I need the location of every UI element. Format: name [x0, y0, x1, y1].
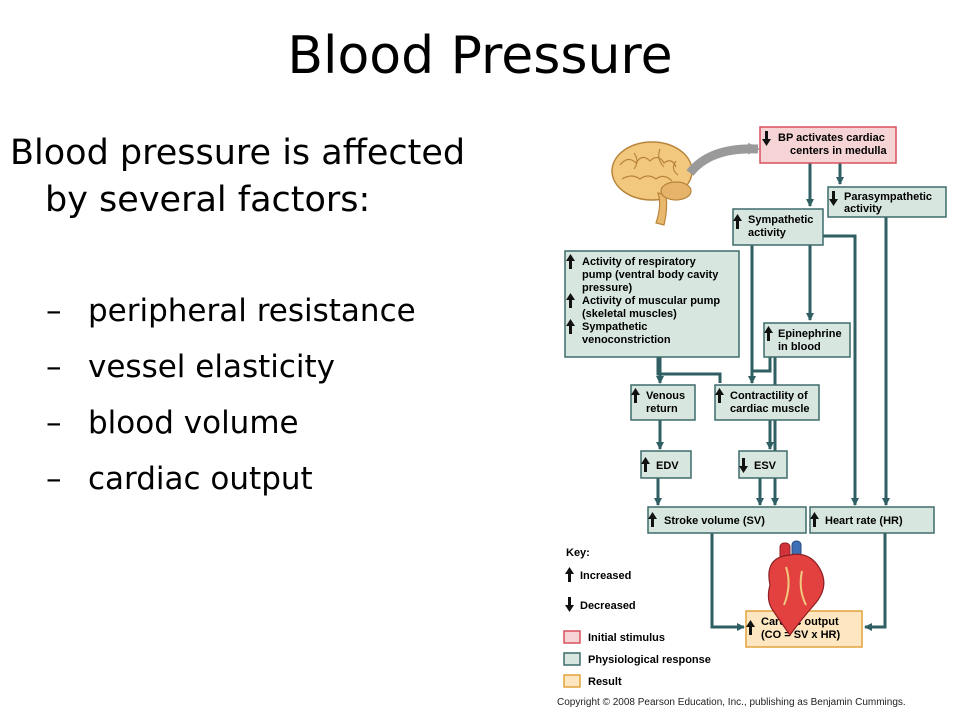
arrow-up-icon [631, 388, 640, 403]
heart-illustration [767, 540, 825, 637]
factor-list: –peripheral resistance –vessel elasticit… [46, 288, 416, 512]
arrow-up-icon [733, 214, 742, 229]
arrow-up-icon [746, 620, 755, 635]
node-esv: ESV [738, 450, 788, 479]
node-sympathetic: Sympathetic activity [732, 208, 824, 246]
node-heart-rate: Heart rate (HR) [809, 506, 935, 534]
legend-title: Key: [566, 547, 590, 559]
node-venous-return: Venous return [630, 384, 696, 421]
bullet-dash: – [46, 461, 62, 497]
legend-decreased: Decreased [580, 600, 636, 612]
brain-illustration [611, 141, 693, 226]
legend-swatch-result [563, 674, 581, 688]
node-label: Activity of muscular pump [582, 295, 720, 307]
node-epinephrine: Epinephrine in blood [763, 322, 851, 358]
arrow-up-icon [566, 319, 575, 334]
legend-increased: Increased [580, 570, 631, 582]
node-label: Sympathetic [582, 321, 647, 333]
bullet-dash: – [46, 293, 62, 329]
node-label: return [646, 403, 678, 415]
node-label: Parasympathetic [844, 191, 932, 203]
node-edv: EDV [640, 450, 692, 479]
legend-initial-stimulus: Initial stimulus [588, 632, 665, 644]
legend-result: Result [588, 676, 622, 688]
arrow-down-icon [739, 458, 748, 473]
factor-label: vessel elasticity [88, 349, 336, 385]
node-label: Epinephrine [778, 328, 842, 340]
bullet-dash: – [46, 349, 62, 385]
intro-text: Blood pressure is affected by several fa… [10, 133, 466, 220]
arrow-up-icon [715, 388, 724, 403]
node-label: activity [844, 203, 883, 215]
copyright-notice: Copyright © 2008 Pearson Education, Inc.… [557, 697, 906, 708]
node-bp-medulla: BP activates cardiac centers in medulla [759, 126, 897, 164]
diagram-boxes: BP activates cardiac centers in medulla … [564, 126, 947, 648]
node-label: Sympathetic [748, 214, 813, 226]
blood-pressure-flowchart: BP activates cardiac centers in medulla … [563, 126, 947, 688]
node-label: centers in medulla [790, 145, 887, 157]
node-stroke-volume: Stroke volume (SV) [647, 506, 807, 534]
arrow-up-icon [764, 326, 773, 341]
factor-label: cardiac output [88, 461, 313, 497]
arrow-down-icon [565, 597, 574, 612]
node-label: activity [748, 227, 787, 239]
factor-label: blood volume [88, 405, 299, 441]
bullet-dash: – [46, 405, 62, 441]
change-indicators [566, 131, 838, 635]
arrow-up-icon [566, 293, 575, 308]
node-parasympathetic: Parasympathetic activity [827, 186, 947, 218]
arrow-up-icon [641, 457, 650, 472]
legend-swatch-stimulus [563, 630, 581, 644]
node-respiratory-muscular: Activity of respiratory pump (ventral bo… [564, 250, 740, 358]
legend-physiological-response: Physiological response [588, 654, 711, 666]
slide-title: Blood Pressure [287, 26, 673, 86]
node-label: Activity of respiratory [582, 256, 697, 268]
legend-swatch-response [563, 652, 581, 666]
factor-item: –blood volume [46, 400, 416, 456]
node-label: (skeletal muscles) [582, 308, 677, 320]
arrow-up-icon [648, 512, 657, 527]
node-label: EDV [656, 460, 679, 472]
node-label: in blood [778, 341, 821, 353]
node-label: pressure) [582, 282, 632, 294]
node-label: cardiac muscle [730, 403, 810, 415]
node-label: Heart rate (HR) [825, 515, 903, 527]
node-label: pump (ventral body cavity [582, 269, 719, 281]
arrow-up-icon [566, 254, 575, 269]
node-label: Stroke volume (SV) [664, 515, 765, 527]
node-label: Contractility of [730, 390, 808, 402]
factor-item: –peripheral resistance [46, 288, 416, 344]
factor-item: –cardiac output [46, 456, 416, 512]
arrow-up-icon [810, 512, 819, 527]
node-contractility: Contractility of cardiac muscle [714, 384, 820, 421]
node-label: Venous [646, 390, 685, 402]
factor-item: –vessel elasticity [46, 344, 416, 400]
factor-label: peripheral resistance [88, 293, 416, 329]
node-label: ESV [754, 460, 777, 472]
node-label: (CO = SV x HR) [761, 629, 840, 641]
stimulus-arrow [686, 142, 760, 176]
arrow-up-icon [565, 567, 574, 582]
legend: Key: Increased Decreased Initial stimulu… [563, 547, 711, 688]
arrow-down-icon [829, 191, 838, 206]
arrow-down-icon [762, 131, 771, 146]
node-label: BP activates cardiac [778, 132, 885, 144]
node-label: venoconstriction [582, 334, 671, 346]
